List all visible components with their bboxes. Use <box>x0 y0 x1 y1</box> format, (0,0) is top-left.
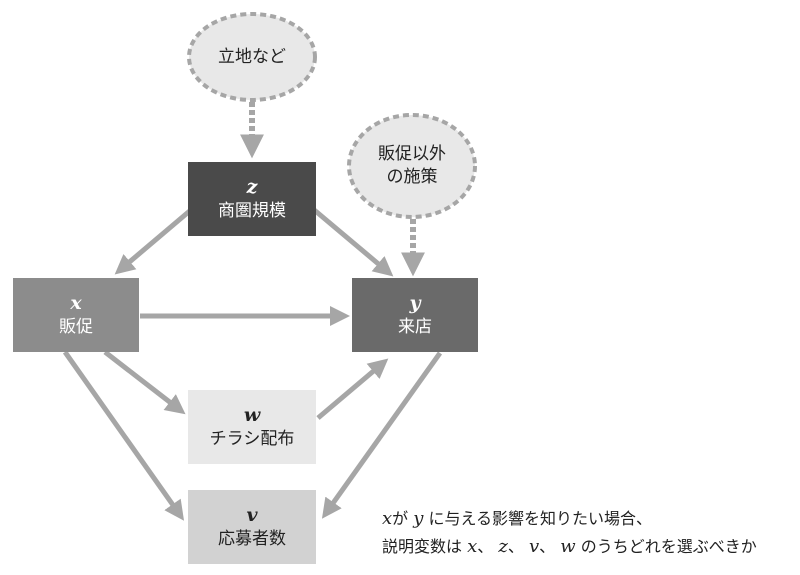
question-sep-1: 、 <box>477 537 494 556</box>
question-option-w: w <box>560 536 576 557</box>
node-w-label: チラシ配布 <box>209 429 295 450</box>
node-z: z 商圏規模 <box>188 162 316 236</box>
question-option-x: x <box>467 536 478 557</box>
node-x-var: x <box>70 292 82 315</box>
node-v: v 応募者数 <box>188 490 316 564</box>
cloud-location-text: 立地など <box>218 46 286 67</box>
arrow-x-to-v <box>62 350 185 521</box>
cloud-location-shape <box>187 12 317 102</box>
node-w: w チラシ配布 <box>188 390 316 464</box>
cloud-other-promo-line1: 販促以外 <box>378 144 446 165</box>
question-option-v: v <box>528 536 540 557</box>
node-z-var: z <box>246 176 258 199</box>
cloud-other-promo-shape <box>347 113 477 219</box>
node-v-var: v <box>246 504 258 527</box>
question-option-z: z <box>498 536 508 557</box>
cloud-location: 立地など <box>189 30 315 84</box>
node-v-label: 応募者数 <box>218 529 286 550</box>
arrow-x-to-w <box>103 350 186 415</box>
question-text: xが y に与える影響を知りたい場合、 説明変数は x、 z、 v、 w のうち… <box>382 505 792 561</box>
node-y-var: y <box>409 292 421 315</box>
node-y-label: 来店 <box>398 317 432 338</box>
node-x: x 販促 <box>13 278 139 352</box>
node-w-var: w <box>243 404 261 427</box>
question-line-2: 説明変数は x、 z、 v、 w のうちどれを選ぶべきか <box>382 533 792 561</box>
cloud-other-promo: 販促以外 の施策 <box>349 130 475 202</box>
node-y: y 来店 <box>352 278 478 352</box>
cloud-other-promo-line2: の施策 <box>386 167 438 187</box>
arrow-y-to-v <box>321 351 443 519</box>
question-var-y: y <box>413 508 424 529</box>
arrow-w-to-y <box>316 358 389 420</box>
question-text-rest: に与える影響を知りたい場合、 <box>428 509 653 528</box>
question-sep-2: 、 <box>507 537 524 556</box>
question-sep-3: 、 <box>539 537 556 556</box>
question-var-x: x <box>382 508 393 529</box>
node-z-label: 商圏規模 <box>218 201 286 222</box>
node-x-label: 販促 <box>59 317 93 338</box>
question-line-1: xが y に与える影響を知りたい場合、 <box>382 505 792 533</box>
question-text-head: 説明変数は <box>382 537 463 556</box>
question-text-ga: が <box>392 509 409 528</box>
question-text-tail: のうちどれを選ぶべきか <box>580 537 757 556</box>
